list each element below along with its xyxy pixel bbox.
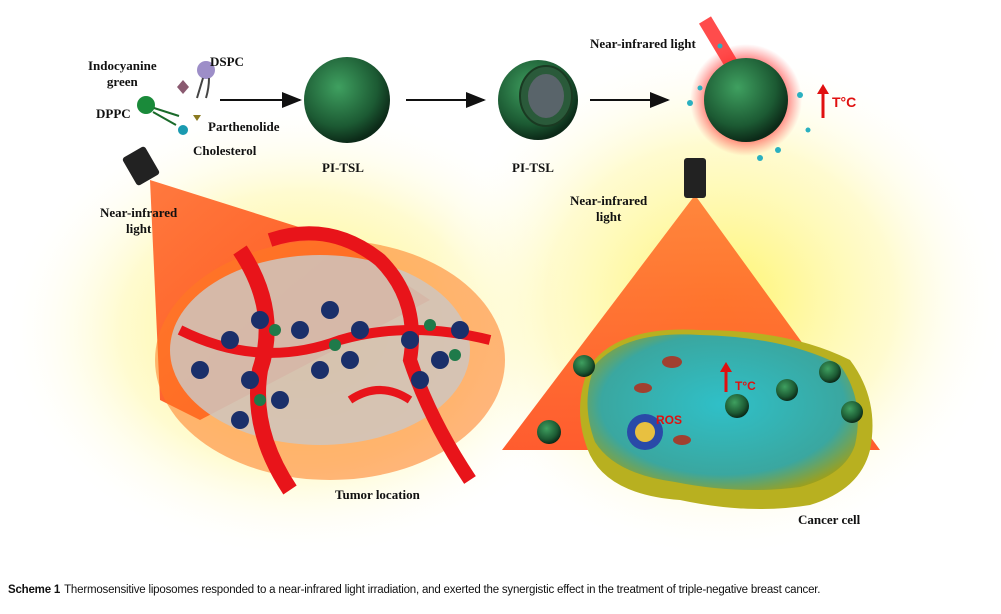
dppc-icon bbox=[137, 96, 155, 114]
nir-lamp-right-icon bbox=[684, 158, 706, 198]
caption-text: Thermosensitive liposomes responded to a… bbox=[64, 584, 821, 596]
label-cancer-cell: Cancer cell bbox=[798, 512, 861, 527]
tumor-tissue bbox=[155, 226, 505, 495]
liposome-3-heated bbox=[687, 16, 811, 161]
parthenolide-icon bbox=[193, 115, 201, 121]
temperature-up-arrow-top bbox=[817, 84, 829, 118]
label-line: Near-infrared bbox=[570, 193, 648, 208]
label-cholesterol: Cholesterol bbox=[193, 143, 257, 158]
cholesterol-icon bbox=[178, 125, 188, 135]
nir-lamp-left-icon bbox=[122, 146, 160, 186]
label-line: Near-infrared bbox=[100, 205, 178, 220]
free-liposomes bbox=[537, 355, 863, 444]
label-tumor-location: Tumor location bbox=[335, 487, 420, 502]
label-nir-left: Near-infrared light bbox=[100, 205, 177, 237]
indocyanine-green-icon bbox=[177, 80, 189, 94]
label-dspc: DSPC bbox=[210, 54, 244, 69]
label-pi-tsl-2: PI-TSL bbox=[512, 160, 554, 175]
label-line: Indocyanine bbox=[88, 58, 157, 73]
label-nir-top: Near-infrared light bbox=[590, 36, 696, 51]
label-parthenolide: Parthenolide bbox=[208, 119, 280, 134]
label-line: green bbox=[106, 74, 138, 89]
label-line: light bbox=[595, 209, 622, 224]
temperature-up-arrow-cell bbox=[720, 362, 732, 392]
cancer-cell bbox=[580, 329, 873, 509]
liposome-2-cross-section bbox=[498, 60, 578, 140]
label-temperature-top: T°C bbox=[832, 94, 857, 110]
caption-label: Scheme 1 bbox=[8, 584, 61, 596]
label-indocyanine-green: Indocyanine green bbox=[88, 58, 157, 90]
label-dppc: DPPC bbox=[96, 106, 131, 121]
components-group bbox=[137, 61, 215, 135]
liposome-1 bbox=[304, 57, 390, 143]
label-line: light bbox=[125, 221, 152, 236]
label-ros: ROS bbox=[656, 413, 683, 427]
label-pi-tsl-1: PI-TSL bbox=[322, 160, 364, 175]
label-temperature-cell: T°C bbox=[735, 379, 756, 393]
label-nir-right: Near-infrared light bbox=[570, 193, 647, 225]
dspc-icon bbox=[197, 61, 215, 79]
